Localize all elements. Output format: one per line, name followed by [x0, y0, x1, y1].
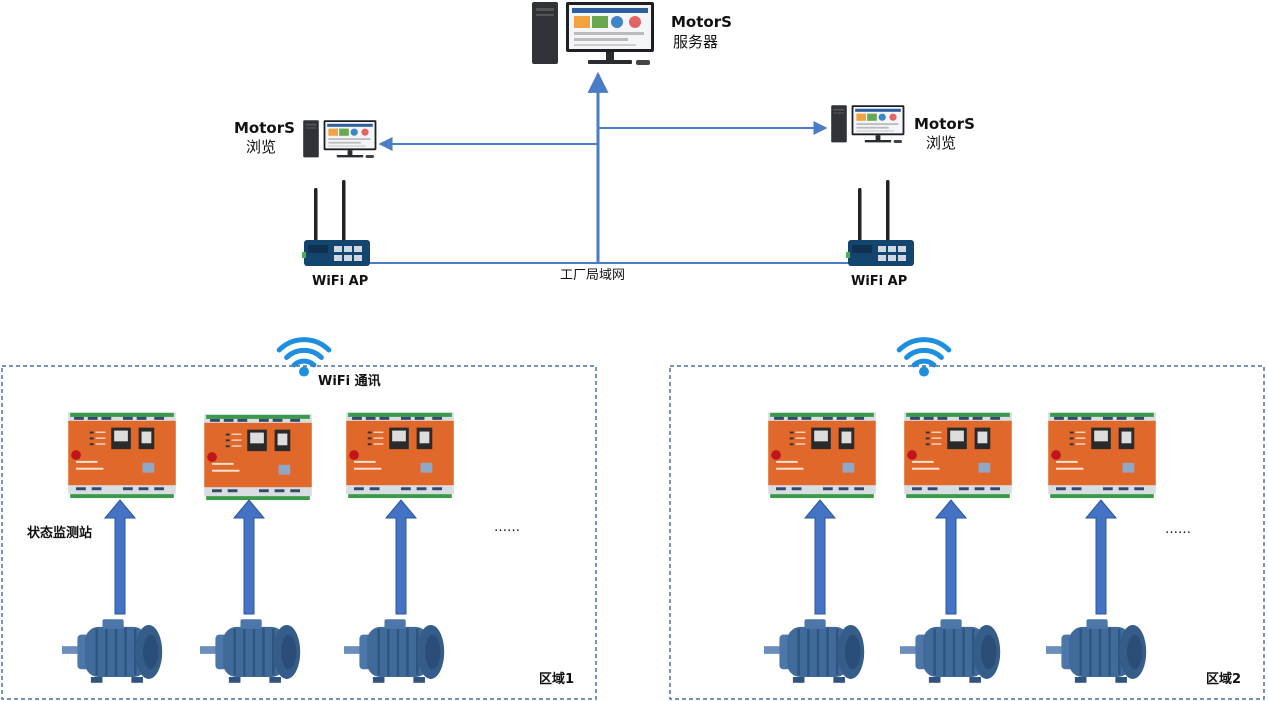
browser-left-name: MotorS — [234, 119, 295, 137]
signal-arrow-6 — [1084, 499, 1118, 615]
monitor-device-6 — [1048, 412, 1156, 499]
browser-left-computer-icon — [303, 120, 377, 158]
lan-label: 工厂局域网 — [560, 268, 626, 283]
zone-2-label: 区域2 — [1206, 672, 1242, 687]
wifi-comm-label: WiFi 通讯 — [318, 374, 381, 389]
browser-left-role: 浏览 — [246, 138, 277, 156]
motor-4-icon — [764, 617, 866, 685]
server-computer-icon — [532, 2, 654, 65]
zone-1-boundary — [1, 365, 597, 700]
signal-arrows — [103, 499, 1118, 615]
zone-1-ellipsis: …… — [494, 520, 520, 535]
network-lines — [370, 71, 850, 264]
browser-right-computer-icon — [831, 105, 905, 143]
motor-5-icon — [900, 617, 1002, 685]
wifi-ap-left-router-icon — [302, 180, 370, 266]
browser-right-name: MotorS — [914, 115, 975, 133]
motor-6-icon — [1046, 617, 1148, 685]
motor-1-icon — [62, 617, 164, 685]
wifi-signal-left-icon — [279, 340, 329, 377]
zone-2-boundary — [669, 365, 1265, 700]
wifi-ap-right-router-icon — [846, 180, 914, 266]
monitor-device-4 — [768, 412, 876, 499]
monitor-device-3 — [346, 412, 454, 499]
monitor-device-1 — [68, 412, 176, 499]
zone-1-label: 区域1 — [539, 672, 575, 687]
monitor-device-2 — [204, 414, 312, 501]
station-label: 状态监测站 — [27, 526, 93, 541]
signal-arrow-3 — [384, 499, 418, 615]
wifi-signal-right-icon — [899, 340, 949, 377]
motor-2-icon — [200, 617, 302, 685]
monitor-device-5 — [904, 412, 1012, 499]
zone-2-ellipsis: …… — [1165, 522, 1191, 537]
motor-3-icon — [344, 617, 446, 685]
signal-arrow-5 — [934, 499, 968, 615]
server-role: 服务器 — [673, 33, 719, 51]
browser-right-role: 浏览 — [926, 134, 957, 152]
signal-arrow-4 — [803, 499, 837, 615]
wifi-ap-left-label: WiFi AP — [312, 274, 369, 289]
wifi-ap-right-label: WiFi AP — [851, 274, 908, 289]
signal-arrow-2 — [232, 499, 266, 615]
server-name: MotorS — [671, 13, 732, 31]
signal-arrow-1 — [103, 499, 137, 615]
